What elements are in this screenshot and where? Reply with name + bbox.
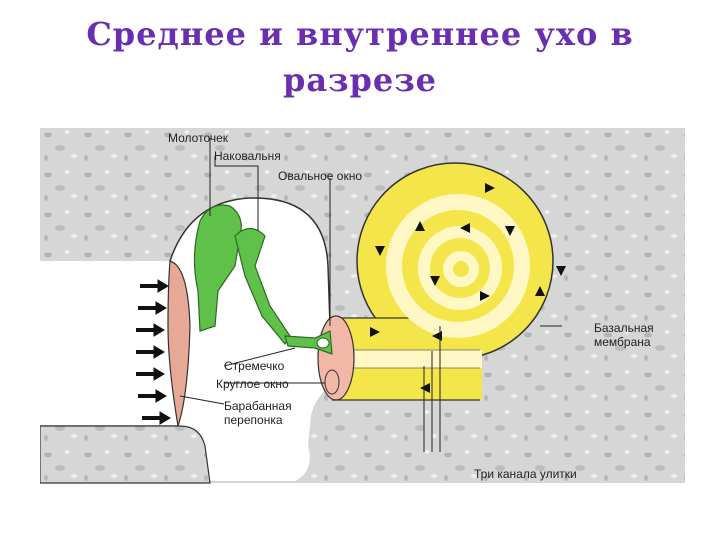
fluid-arrow	[535, 286, 545, 296]
label-oval-window: Овальное окно	[278, 169, 362, 183]
fluid-arrow	[505, 226, 515, 236]
incus	[234, 227, 291, 346]
lower-bone	[40, 425, 211, 484]
sound-arrow	[138, 301, 167, 315]
fluid-arrow	[420, 383, 430, 393]
label-round-window: Круглое окно	[216, 377, 289, 391]
fluid-arrow	[415, 221, 425, 231]
leader-lines	[179, 138, 562, 452]
page-title-line-1: Среднее и внутреннее ухо в	[86, 15, 634, 53]
round-window	[324, 369, 340, 395]
fluid-arrow	[480, 291, 490, 301]
sound-arrow	[136, 345, 165, 359]
fluid-arrow	[430, 276, 440, 286]
label-eardrum-line1: Барабанная	[224, 399, 292, 413]
label-basilar-line1: Базальная	[594, 321, 654, 335]
sound-arrow	[136, 323, 165, 337]
label-malleus: Молоточек	[168, 131, 229, 145]
label-basilar-line2: мембрана	[594, 335, 651, 349]
fluid-arrow	[556, 266, 566, 276]
fluid-arrow	[460, 223, 470, 233]
sound-arrow	[142, 411, 171, 425]
fluid-arrow	[370, 327, 380, 337]
sound-arrow	[138, 389, 167, 403]
label-eardrum-line2: перепонка	[224, 413, 283, 427]
cavity-outline	[169, 197, 333, 385]
cochlea	[332, 162, 554, 401]
label-three-canals: Три канала улитки	[474, 467, 577, 481]
sound-arrow	[136, 367, 165, 381]
stapes	[284, 330, 333, 355]
eardrum	[167, 260, 191, 427]
ear-cross-section-diagram: Молоточек Наковальня Овальное окно Стрем…	[40, 128, 685, 484]
sound-wave-arrows	[136, 279, 171, 425]
fluid-arrow	[485, 183, 495, 193]
ear-canal	[40, 261, 178, 426]
label-stapes: Стремечко	[224, 359, 285, 373]
sound-arrow	[140, 279, 169, 293]
label-incus: Наковальня	[214, 149, 281, 163]
fluid-arrow	[375, 246, 385, 256]
page-title-line-2: разрезе	[282, 61, 438, 99]
ossicles	[193, 204, 333, 355]
